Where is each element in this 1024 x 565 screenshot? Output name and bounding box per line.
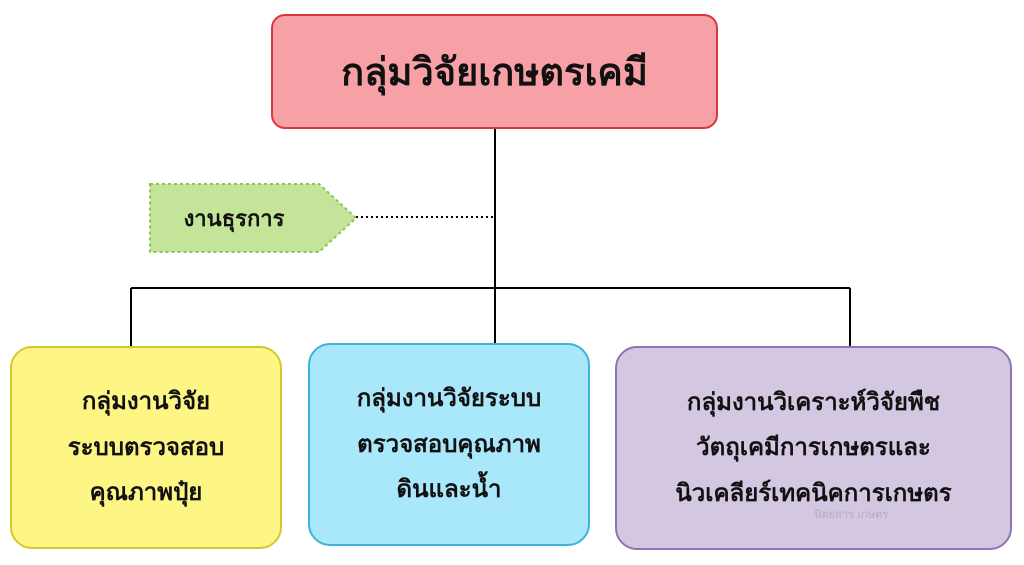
child-box-line: วัตถุเคมีการเกษตรและ	[696, 433, 931, 462]
child-box-line: กลุ่มงานวิจัย	[81, 387, 211, 416]
child-box-fertilizer-quality: กลุ่มงานวิจัย ระบบตรวจสอบ คุณภาพปุ๋ย	[10, 346, 282, 549]
child-box-line: นิวเคลียร์เทคนิคการเกษตร	[675, 478, 952, 507]
top-box-chemistry-research-group: กลุ่มวิจัยเกษตรเคมี	[271, 14, 718, 129]
child-box-line: ตรวจสอบคุณภาพ	[357, 429, 541, 458]
admin-tag-shape	[149, 183, 358, 253]
child-box-line: กลุ่มงานวิเคราะห์วิจัยพืช	[686, 387, 941, 416]
child-box-soil-water-quality: กลุ่มงานวิจัยระบบ ตรวจสอบคุณภาพ ดินและน้…	[308, 343, 590, 546]
watermark: นิตยสาร เกษตร	[814, 508, 889, 521]
child-box-line: ระบบตรวจสอบ	[67, 432, 225, 461]
top-box-label: กลุ่มวิจัยเกษตรเคมี	[341, 50, 648, 94]
admin-tag-label: งานธุรการ	[183, 206, 285, 232]
child-box-plant-analysis-nuclear: กลุ่มงานวิเคราะห์วิจัยพืช วัตถุเคมีการเก…	[615, 346, 1012, 550]
child-box-line: คุณภาพปุ๋ย	[89, 478, 203, 507]
child-box-line: ดินและน้ำ	[396, 475, 502, 504]
admin-tag: งานธุรการ	[149, 183, 361, 253]
child-box-line: กลุ่มงานวิจัยระบบ	[356, 384, 542, 413]
